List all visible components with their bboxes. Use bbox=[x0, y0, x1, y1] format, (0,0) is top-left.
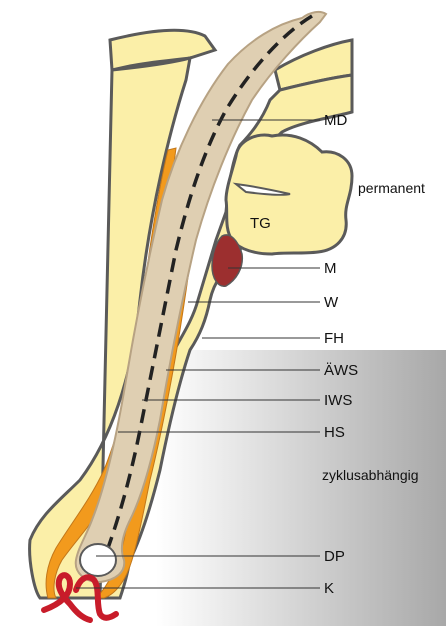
arrector-muscle bbox=[212, 235, 242, 286]
dermal-papilla bbox=[80, 544, 116, 576]
label-iws: IWS bbox=[324, 392, 352, 409]
label-md: MD bbox=[324, 112, 347, 129]
label-k: K bbox=[324, 580, 334, 597]
label-w: W bbox=[324, 294, 339, 311]
label-aews: ÄWS bbox=[324, 362, 358, 379]
label-zyklus: zyklusabhängig bbox=[322, 467, 419, 483]
label-fh: FH bbox=[324, 330, 344, 347]
label-permanent: permanent bbox=[358, 180, 425, 196]
label-tg: TG bbox=[250, 215, 271, 232]
label-m: M bbox=[324, 260, 337, 277]
label-dp: DP bbox=[324, 548, 345, 565]
label-hs: HS bbox=[324, 424, 345, 441]
